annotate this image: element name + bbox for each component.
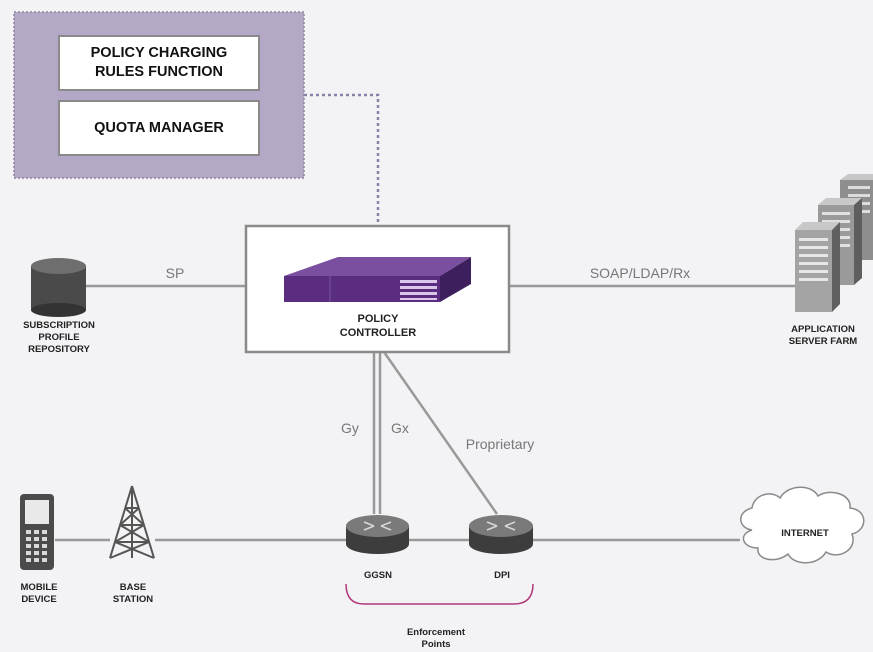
policy-connector [304, 93, 380, 226]
dpi-label: DPI [494, 570, 510, 581]
database-icon [31, 258, 86, 317]
policy-controller-device-icon [284, 257, 471, 302]
gx-label: Gx [391, 420, 409, 436]
mobile-device-icon [20, 494, 54, 570]
internet-label: INTERNET [781, 528, 829, 539]
proprietary-label: Proprietary [465, 436, 535, 452]
sp-label: SP [165, 265, 185, 281]
soap-label: SOAP/LDAP/Rx [589, 265, 691, 281]
base-label: BASE STATION [112, 582, 154, 605]
controller-label: POLICY CONTROLLER [339, 313, 417, 339]
ggsn-router-icon [346, 515, 409, 554]
quota-manager-box: QUOTA MANAGER [58, 100, 260, 156]
quota-manager-label: QUOTA MANAGER [94, 119, 224, 136]
mobile-label: MOBILE DEVICE [20, 582, 58, 605]
enforcement-bracket [345, 583, 534, 605]
proprietary-link [382, 351, 499, 515]
pcrf-label: POLICY CHARGING RULES FUNCTION [90, 45, 228, 80]
dpi-router-icon [469, 515, 533, 554]
pcrf-box: POLICY CHARGING RULES FUNCTION [58, 35, 260, 91]
base-station-tower-icon [109, 485, 155, 559]
subscription-label: SUBSCRIPTION PROFILE REPOSITORY [23, 320, 95, 355]
app-farm-label: APPLICATION SERVER FARM [788, 324, 858, 347]
server-farm-icon [795, 174, 873, 312]
ggsn-label: GGSN [364, 570, 392, 581]
internet-cloud-icon [740, 486, 865, 564]
enforcement-label: Enforcement Points [406, 627, 466, 650]
gy-label: Gy [341, 420, 359, 436]
